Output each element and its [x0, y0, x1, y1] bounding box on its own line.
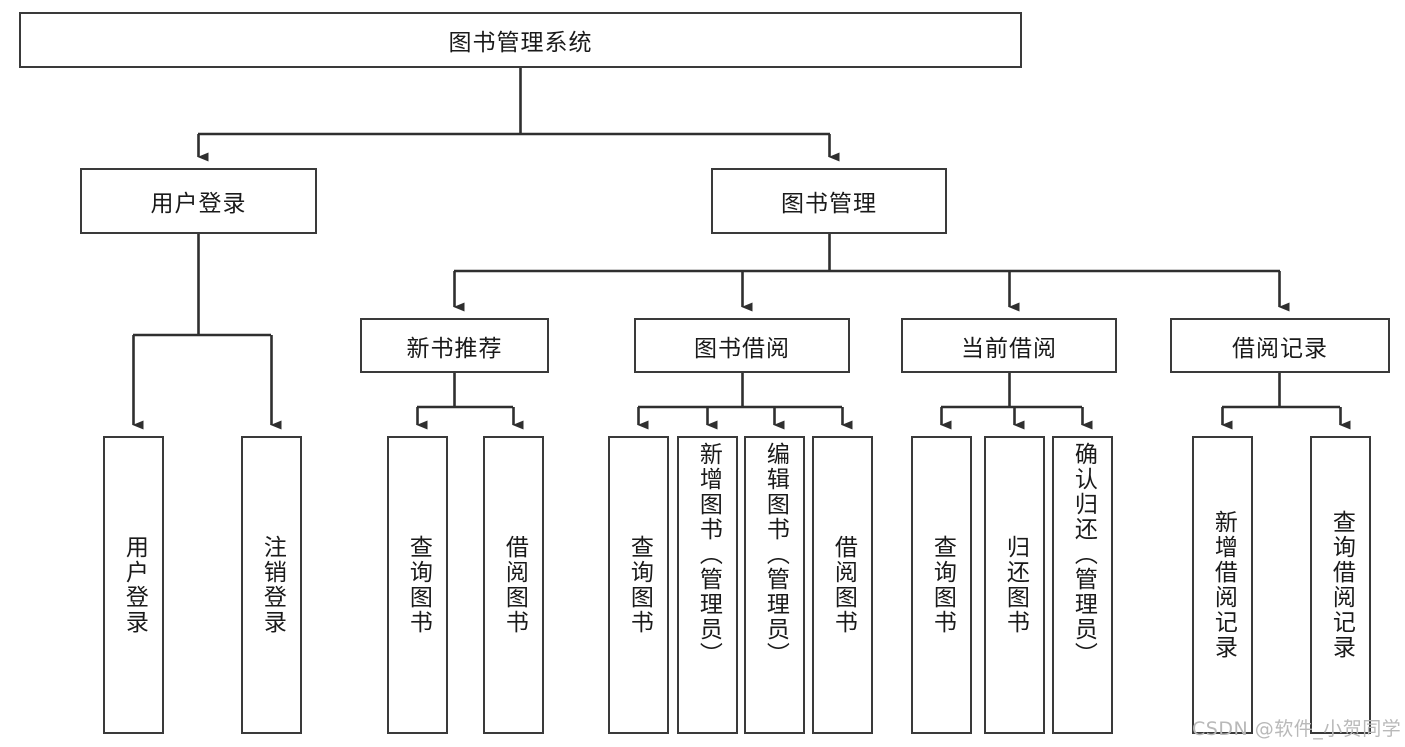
node-label: 确认归还（管理员）	[1070, 442, 1097, 667]
edge-group-current	[940, 373, 1093, 430]
node-label: 查询图书	[929, 535, 956, 635]
node-label: 注销登录	[259, 535, 286, 635]
node-leaf-borrow-query-books[interactable]: 查询图书	[608, 436, 669, 734]
node-label: 查询借阅记录	[1328, 510, 1355, 660]
node-leaf-current-return-books[interactable]: 归还图书	[984, 436, 1045, 734]
node-label: 借阅记录	[1232, 335, 1328, 362]
node-root-book-management-system[interactable]: 图书管理系统	[19, 12, 1022, 68]
node-user-login[interactable]: 用户登录	[80, 168, 317, 234]
node-label: 借阅图书	[501, 535, 528, 635]
node-borrowing-records[interactable]: 借阅记录	[1170, 318, 1390, 373]
node-leaf-user-login[interactable]: 用户登录	[103, 436, 164, 734]
edge-group-bookmgr	[453, 234, 1290, 312]
csdn-watermark: CSDN @软件_小贺同学	[1192, 718, 1402, 740]
node-leaf-current-confirm-return-admin[interactable]: 确认归还（管理员）	[1052, 436, 1113, 734]
node-label: 图书管理	[781, 191, 877, 217]
node-leaf-borrow-add-book-admin[interactable]: 新增图书（管理员）	[677, 436, 738, 734]
node-current-borrowing[interactable]: 当前借阅	[901, 318, 1117, 373]
node-leaf-newbook-borrow-books[interactable]: 借阅图书	[483, 436, 544, 734]
node-label: 编辑图书（管理员）	[762, 442, 789, 667]
edge-group-root	[197, 68, 840, 162]
node-label: 用户登录	[150, 191, 247, 217]
node-label: 新增借阅记录	[1210, 510, 1237, 660]
node-label: 查询图书	[626, 535, 653, 635]
node-label: 归还图书	[1002, 535, 1029, 635]
node-label: 用户登录	[121, 535, 148, 635]
node-new-book-recommendation[interactable]: 新书推荐	[360, 318, 549, 373]
node-label: 图书借阅	[694, 335, 790, 362]
node-book-management[interactable]: 图书管理	[711, 168, 947, 234]
node-label: 借阅图书	[830, 535, 857, 635]
edge-group-borrow	[637, 373, 853, 430]
node-leaf-newbook-query-books[interactable]: 查询图书	[387, 436, 448, 734]
node-label: 新增图书（管理员）	[695, 442, 722, 667]
node-label: 当前借阅	[961, 335, 1057, 362]
edge-group-login	[132, 234, 282, 430]
node-label: 图书管理系统	[448, 30, 593, 56]
node-leaf-user-logout[interactable]: 注销登录	[241, 436, 302, 734]
edge-group-newbook	[416, 373, 524, 430]
edge-group-records	[1221, 373, 1351, 430]
node-book-borrowing[interactable]: 图书借阅	[634, 318, 850, 373]
node-label: 新书推荐	[406, 335, 503, 362]
node-leaf-current-query-books[interactable]: 查询图书	[911, 436, 972, 734]
node-leaf-borrow-edit-book-admin[interactable]: 编辑图书（管理员）	[744, 436, 805, 734]
node-leaf-borrow-borrow-books[interactable]: 借阅图书	[812, 436, 873, 734]
node-leaf-records-add-record[interactable]: 新增借阅记录	[1192, 436, 1253, 734]
node-label: 查询图书	[405, 535, 432, 635]
node-leaf-records-query-record[interactable]: 查询借阅记录	[1310, 436, 1371, 734]
